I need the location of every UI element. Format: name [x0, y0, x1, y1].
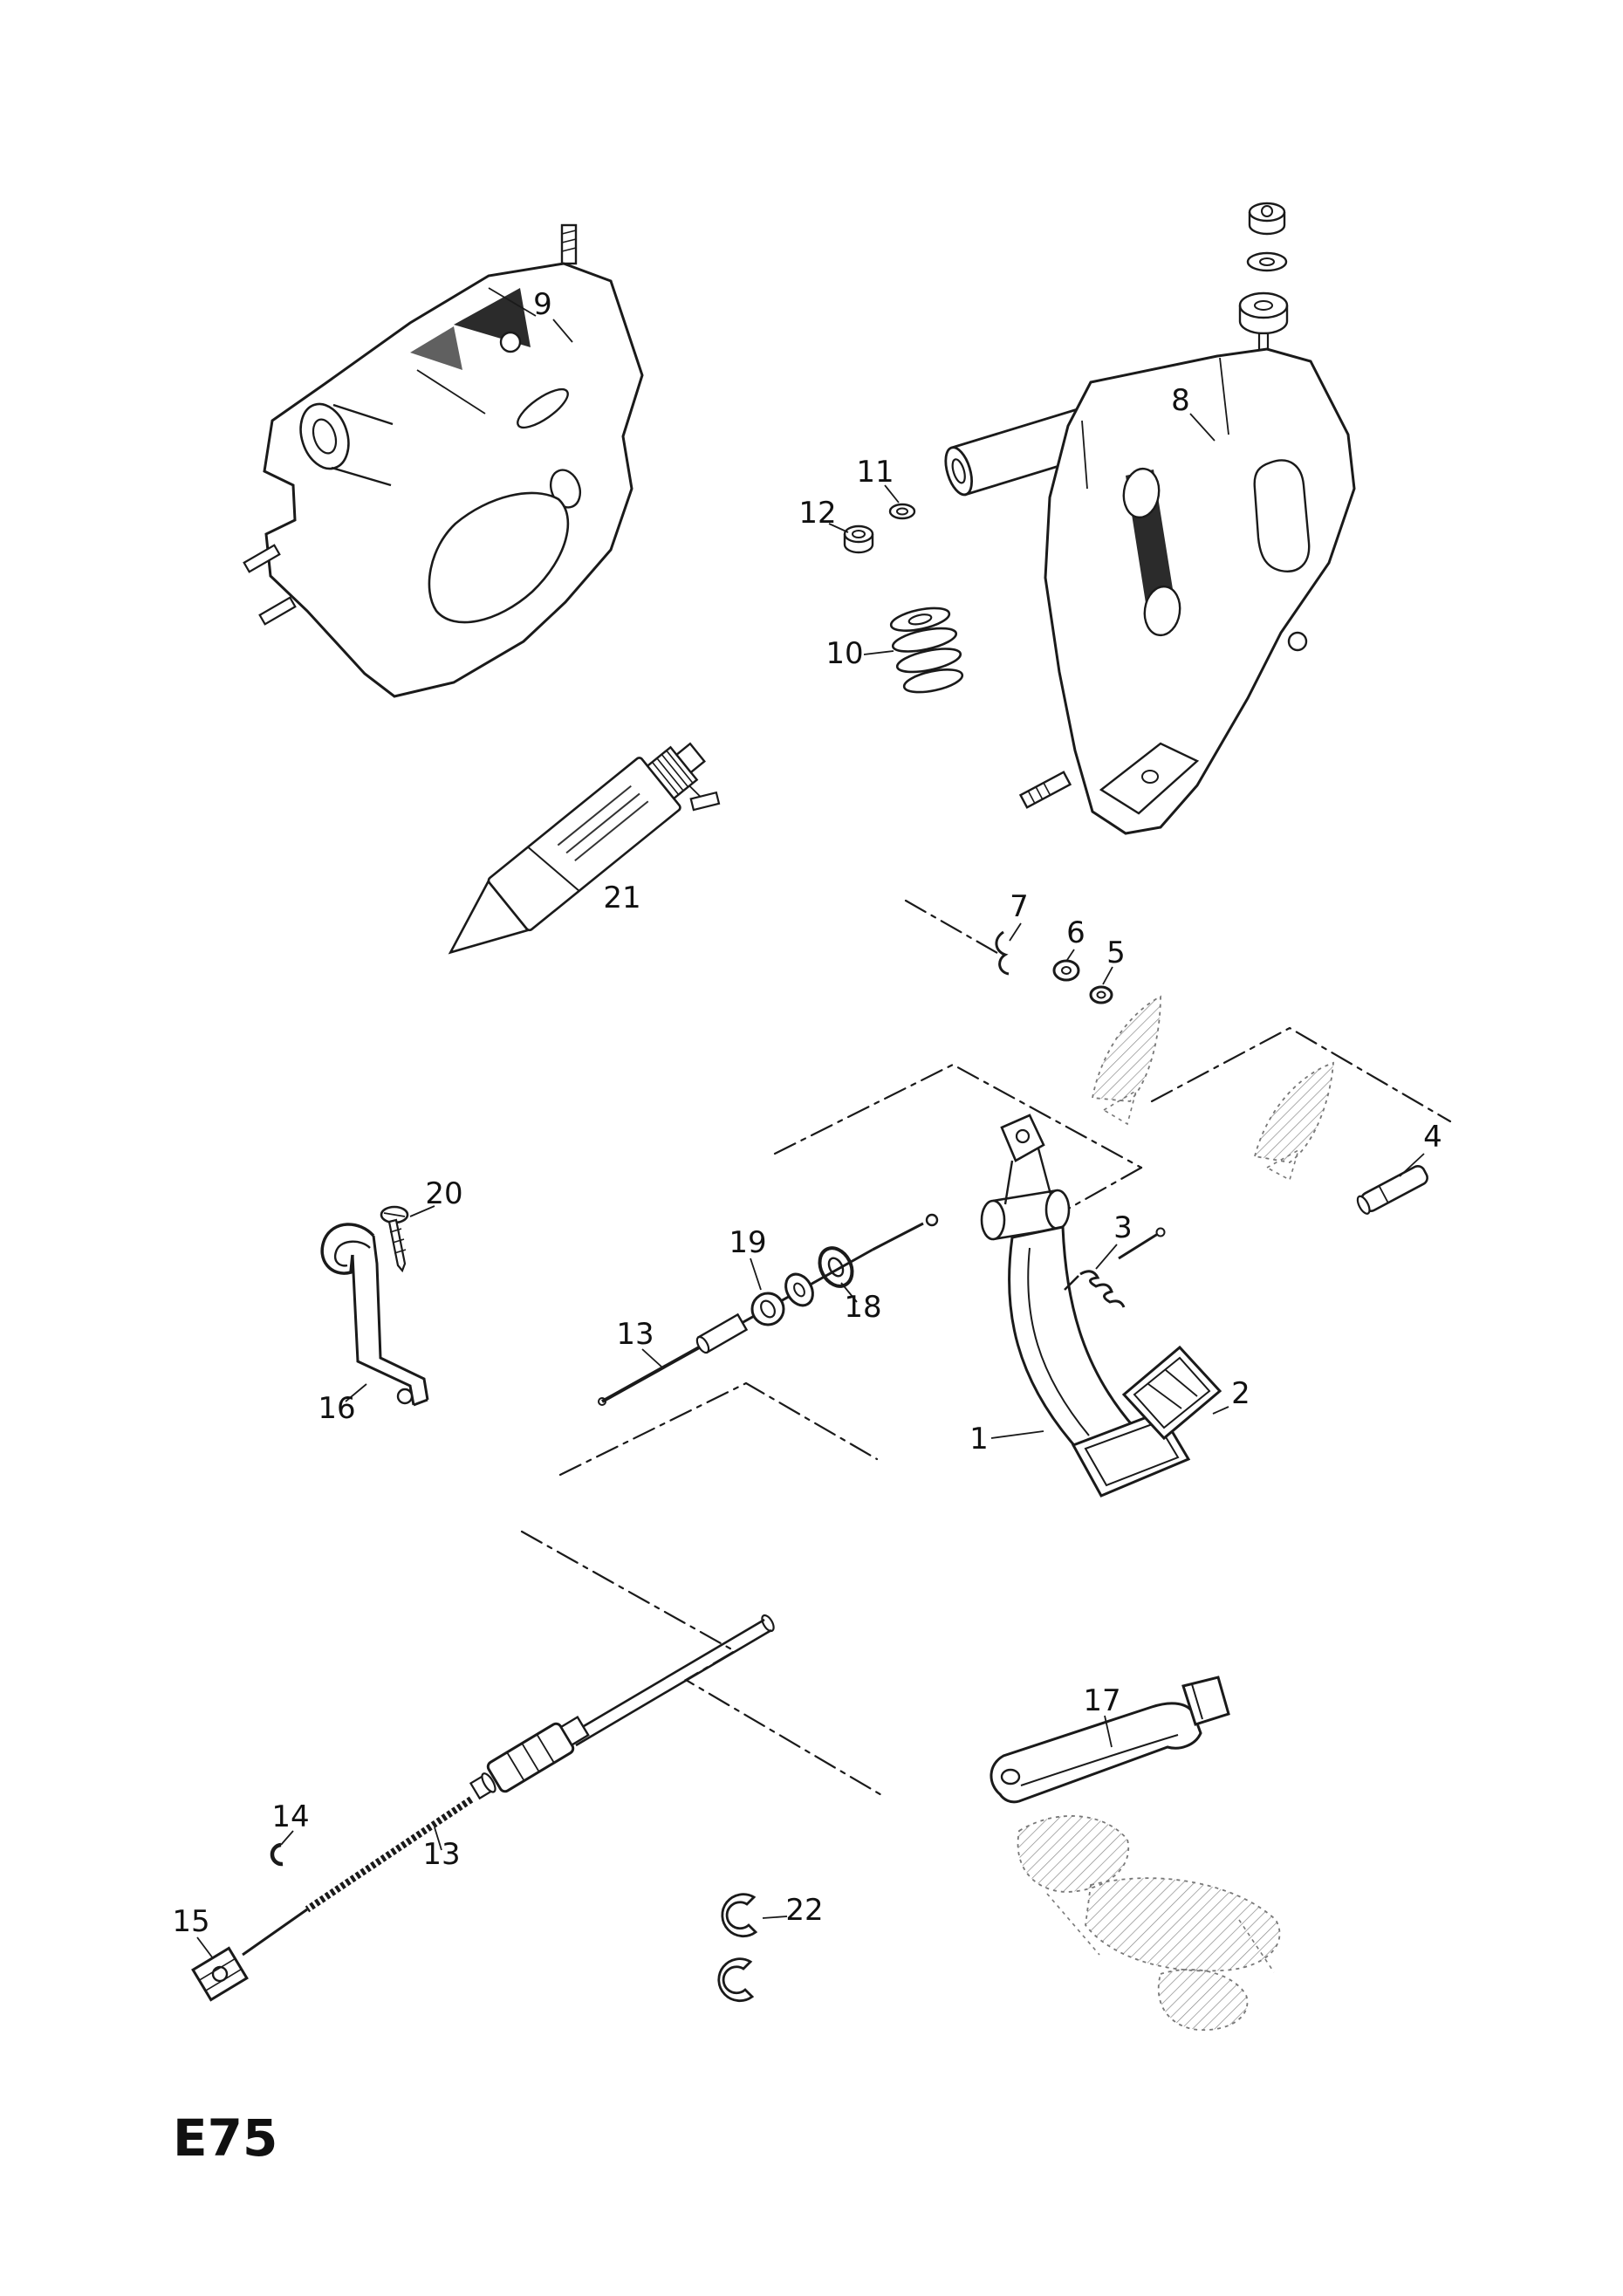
ghost-panel-shapes — [1091, 995, 1335, 1182]
tube-part-21 — [448, 742, 721, 955]
callout-11: 11 — [856, 455, 894, 490]
callout-1: 1 — [969, 1422, 989, 1456]
pedal-part-1 — [980, 1114, 1191, 1498]
leader-lines — [196, 319, 1425, 1959]
clip-part-7 — [995, 930, 1010, 976]
washer-part-11 — [888, 503, 916, 520]
bushing-part-10 — [889, 607, 964, 694]
hook-bracket-part-16 — [320, 1223, 429, 1407]
callout-10: 10 — [825, 636, 863, 671]
pin-part-4 — [1356, 1165, 1428, 1215]
callout-5: 5 — [1106, 936, 1126, 970]
cable-lower-part-13 — [242, 1614, 775, 1957]
callout-22: 22 — [785, 1893, 823, 1928]
callout-18: 18 — [844, 1290, 881, 1325]
bracket-part-9 — [243, 223, 644, 698]
callout-16: 16 — [318, 1391, 355, 1426]
clip-part-14 — [270, 1842, 284, 1867]
callout-21: 21 — [603, 881, 640, 915]
bracket-part-8 — [944, 202, 1356, 835]
callout-13-front: 13 — [616, 1317, 654, 1352]
callout-19: 19 — [729, 1225, 766, 1260]
callout-6: 6 — [1066, 915, 1085, 950]
callout-7: 7 — [1010, 889, 1029, 924]
callout-20: 20 — [425, 1176, 462, 1211]
callout-3: 3 — [1113, 1210, 1133, 1245]
callout-labels: 1 2 3 4 5 6 7 8 9 10 11 12 13 13 14 15 1… — [172, 287, 1442, 1939]
grommets-part-19 — [750, 1272, 814, 1326]
screw-part-20 — [380, 1205, 409, 1273]
washer-part-6 — [1052, 959, 1080, 982]
end-fitting-part-15 — [191, 1946, 249, 2002]
callout-8: 8 — [1171, 383, 1190, 418]
page-code: E75 — [173, 2108, 277, 2168]
callout-2: 2 — [1231, 1376, 1250, 1411]
nut-part-12 — [843, 524, 874, 554]
construction-lines — [520, 899, 1452, 1798]
ghost-transmission-shapes — [1017, 1815, 1281, 2031]
spring-part-3 — [1064, 1227, 1166, 1308]
washer-part-18 — [818, 1246, 854, 1288]
callout-15: 15 — [172, 1904, 209, 1939]
callout-17: 17 — [1083, 1683, 1120, 1718]
callout-9: 9 — [533, 287, 552, 322]
callout-14: 14 — [271, 1799, 309, 1834]
clips-part-22 — [717, 1893, 758, 2003]
callout-4: 4 — [1423, 1120, 1442, 1155]
lever-part-17 — [990, 1676, 1230, 1804]
callout-13-lower: 13 — [422, 1837, 460, 1872]
callout-12: 12 — [798, 496, 836, 531]
pedal-pad-part-2 — [1121, 1345, 1222, 1441]
washer-part-5 — [1089, 985, 1113, 1004]
